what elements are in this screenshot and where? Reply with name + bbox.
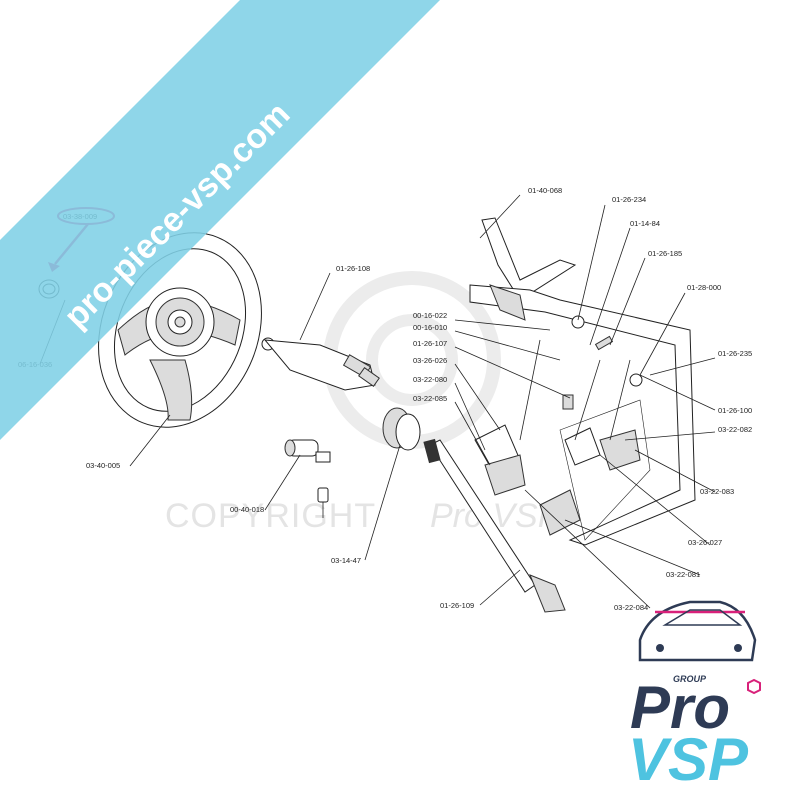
label-03-22-083: 03-22-083	[700, 487, 734, 496]
steering-shaft	[423, 438, 566, 613]
label-03-22-084: 03-22-084	[614, 603, 648, 612]
brand-logo: GROUP Pro VSP	[628, 600, 761, 793]
label-01-26-108: 01-26-108	[336, 264, 370, 273]
copyright-text: COPYRIGHT	[165, 497, 376, 535]
label-00-16-022: 00-16-022	[413, 311, 447, 320]
ignition-lock	[284, 439, 331, 518]
label-01-26-234: 01-26-234	[612, 195, 646, 204]
label-03-22-080: 03-22-080	[413, 375, 447, 384]
label-01-40-068: 01-40-068	[528, 186, 562, 195]
steering-wheel	[98, 232, 262, 428]
label-01-26-235: 01-26-235	[718, 349, 752, 358]
steering-column-bracket	[261, 337, 380, 391]
pedal-frame	[469, 217, 696, 546]
label-00-16-010: 00-16-010	[413, 323, 447, 332]
label-01-26-185: 01-26-185	[648, 249, 682, 258]
label-00-40-018: 00-40-018	[230, 505, 264, 514]
label-01-14-84: 01-14-84	[630, 219, 660, 228]
label-01-26-100: 01-26-100	[718, 406, 752, 415]
pedals	[474, 315, 643, 536]
label-03-14-47: 03-14-47	[331, 556, 361, 565]
label-03-40-005: 03-40-005	[86, 461, 120, 470]
label-01-26-109: 01-26-109	[440, 601, 474, 610]
logo-vsp-text: VSP	[628, 726, 749, 793]
logo-pro-text: Pro	[630, 674, 730, 741]
label-03-22-085: 03-22-085	[413, 394, 447, 403]
label-01-26-107: 01-26-107	[413, 339, 447, 348]
label-01-28-000: 01-28-000	[687, 283, 721, 292]
label-03-22-082: 03-22-082	[718, 425, 752, 434]
label-03-22-081: 03-22-081	[666, 570, 700, 579]
logo-group-text: GROUP	[673, 674, 707, 684]
label-03-26-027: 03-26-027	[688, 538, 722, 547]
column-boot	[382, 407, 421, 451]
label-03-26-026: 03-26-026	[413, 356, 447, 365]
leader-lines	[39, 194, 716, 609]
